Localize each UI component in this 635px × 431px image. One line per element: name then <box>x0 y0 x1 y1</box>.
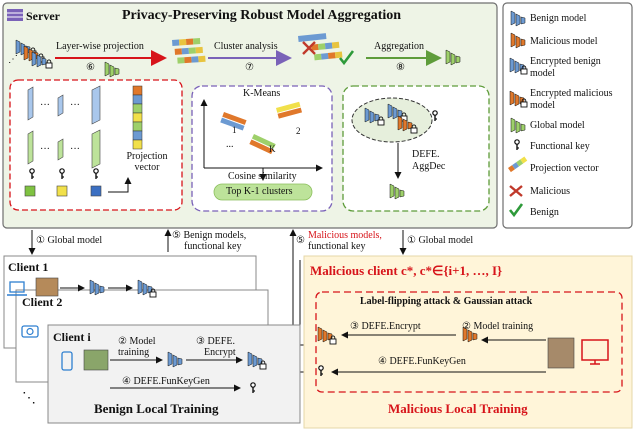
client-i-funkeygen: ④ DEFE.FunKeyGen <box>122 376 210 387</box>
client-i-training-line2: training <box>118 347 150 358</box>
topk-pill <box>213 183 313 201</box>
step-7-number: ⑦ <box>245 62 254 73</box>
legend-panel <box>502 2 633 229</box>
defe-aggdec-line1: DEFE. <box>412 149 440 160</box>
cluster-vectors <box>220 101 303 155</box>
client-i-label: Client i <box>53 330 91 344</box>
projection-vector-column <box>132 85 143 150</box>
client-2-camera-icon <box>21 325 39 338</box>
projection-vector-label: Projection vector <box>126 151 168 173</box>
benign-upload-line1: ⑤ Benign models, <box>172 230 247 241</box>
cluster-id-k: K <box>269 144 276 154</box>
client-i-data-image <box>83 349 109 371</box>
benign-upload-line2: functional key <box>184 241 242 252</box>
client-i-phone-icon <box>61 351 73 371</box>
svg-text:···: ··· <box>70 144 80 155</box>
client-i-encrypt-line2: Encrypt <box>204 347 236 358</box>
clients-ellipsis: ⋱ <box>22 391 36 406</box>
cluster-ellipsis: ... <box>226 139 234 150</box>
malicious-upload-red: Malicious models, <box>308 230 382 241</box>
malicious-attack-box <box>315 291 623 393</box>
legend-malicious: Malicious <box>530 186 570 197</box>
benign-local-training-label: Benign Local Training <box>94 401 219 416</box>
legend-projection-vector: Projection vector <box>530 163 599 174</box>
step-cluster-label: Cluster analysis <box>214 41 278 52</box>
malicious-upload-num: ⑤ <box>296 235 305 246</box>
step-aggregation-label: Aggregation <box>374 41 424 52</box>
attack-label: Label-flipping attack & Gaussian attack <box>360 296 533 307</box>
kmeans-label: K-Means <box>243 88 281 99</box>
client-1-laptop-icon <box>7 281 27 296</box>
cluster-id-2: 2 <box>296 126 301 136</box>
svg-text:⋰: ⋰ <box>8 54 18 65</box>
malicious-x-mark <box>302 41 316 55</box>
malicious-client-title: Malicious client c*, c*∈{i+1, …, I} <box>310 263 503 278</box>
cosine-label: Cosine similarity <box>228 171 297 182</box>
legend-malicious-model: Malicious model <box>530 36 598 47</box>
malicious-upload-key: functional key <box>308 241 366 252</box>
legend-benign-model: Benign model <box>530 13 587 24</box>
client-i-training-line1: ② Model <box>118 336 156 347</box>
topk-label: Top K-1 clusters <box>226 186 293 197</box>
step-8-number: ⑧ <box>396 62 405 73</box>
malicious-local-training-label: Malicious Local Training <box>388 401 528 416</box>
malicious-data-image <box>547 337 575 369</box>
uploaded-models-stack: ⋰ <box>8 39 53 69</box>
svg-text:···: ··· <box>70 100 80 111</box>
legend-encrypted-malicious: Encrypted malicious model <box>530 88 613 111</box>
malicious-computer-icon <box>581 339 609 365</box>
client-1-data-image <box>35 277 59 297</box>
step-layerwise-label: Layer-wise projection <box>56 41 144 52</box>
malicious-encrypt-label: ③ DEFE.Encrypt <box>350 321 421 332</box>
svg-text:···: ··· <box>40 100 50 111</box>
legend-benign: Benign <box>530 207 559 218</box>
legend-functional-key: Functional key <box>530 141 590 152</box>
server-icon <box>7 9 23 21</box>
defe-aggdec-line2: AggDec <box>412 161 446 172</box>
svg-text:···: ··· <box>40 144 50 155</box>
client-2-label: Client 2 <box>22 295 63 309</box>
global-model-right-label: ① Global model <box>407 235 474 246</box>
legend-encrypted-benign: Encrypted benign model <box>530 56 601 79</box>
legend-global-model: Global model <box>530 120 585 131</box>
step-6-number: ⑥ <box>86 62 95 73</box>
layer-blocks <box>24 85 102 197</box>
projection-vectors-stack <box>172 38 206 64</box>
server-label: Server <box>26 9 60 23</box>
cluster-id-1: 1 <box>232 125 237 135</box>
global-model-left-label: ① Global model <box>36 235 103 246</box>
client-i-card <box>47 324 301 424</box>
client-i-encrypt-line1: ③ DEFE. <box>196 336 235 347</box>
client-1-label: Client 1 <box>8 260 49 274</box>
server-title: Privacy-Preserving Robust Model Aggregat… <box>122 8 402 23</box>
selected-models-ellipse <box>351 97 433 143</box>
filtered-vectors <box>298 33 343 61</box>
malicious-training-label: ② Model training <box>462 321 534 332</box>
malicious-funkeygen-label: ④ DEFE.FunKeyGen <box>378 356 466 367</box>
benign-check-mark <box>338 50 355 66</box>
